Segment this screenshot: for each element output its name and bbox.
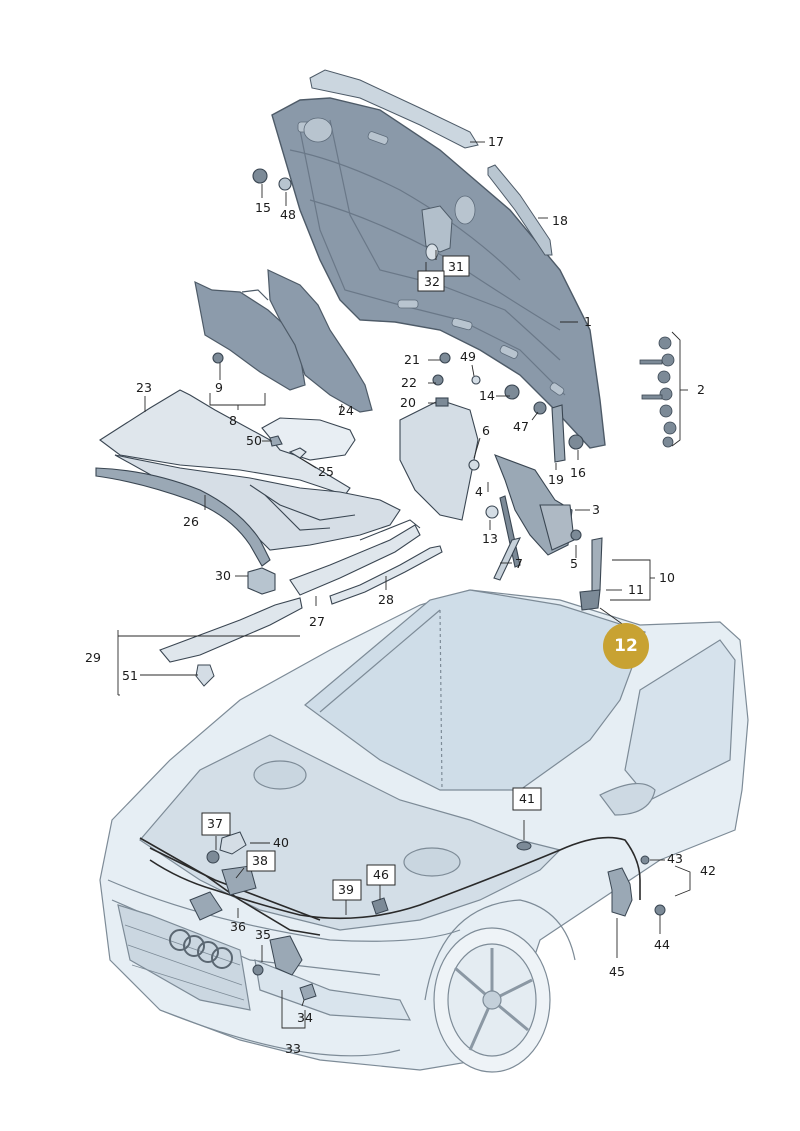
part-label: 9 [215,380,223,395]
part-label: 19 [548,472,564,487]
part-label: 38 [252,853,268,868]
part-label: 10 [659,570,675,585]
part-label: 44 [654,937,670,952]
label-boxes [201,255,542,901]
part-label: 35 [255,927,271,942]
hood-assembly [271,69,606,449]
part-label: 32 [424,274,440,289]
part-label: 34 [297,1010,313,1025]
part-label: 40 [273,835,289,850]
part-label: 46 [373,867,389,882]
part-label: 29 [85,650,101,665]
part-label: 14 [479,388,495,403]
part-label: 16 [570,465,586,480]
hinge-assembly [212,168,603,611]
part-label: 28 [378,592,394,607]
part-label: 37 [207,816,223,831]
part-label: 21 [404,352,420,367]
part-label: 23 [136,380,152,395]
part-label: 11 [628,582,644,597]
part-label: 6 [482,423,490,438]
part-label: 8 [229,413,237,428]
part-label: 15 [255,200,271,215]
part-label: 18 [552,213,568,228]
release-cable [139,836,641,936]
part-label: 2 [697,382,705,397]
part-label: 41 [519,791,535,806]
part-label: 7 [515,556,523,571]
highlighted-part-callout[interactable]: 12 [603,623,649,669]
part-label: 31 [448,259,464,274]
part-label: 39 [338,882,354,897]
part-label: 36 [230,919,246,934]
part-label: 4 [475,484,483,499]
part-label: 51 [122,668,138,683]
part-label: 27 [309,614,325,629]
part-label: 25 [318,464,334,479]
part-label: 33 [285,1041,301,1056]
part-label: 3 [592,502,600,517]
cowl-panels [95,389,443,663]
part-label: 17 [488,134,504,149]
part-label: 49 [460,349,476,364]
part-label: 26 [183,514,199,529]
part-label: 43 [667,851,683,866]
part-label: 20 [400,395,416,410]
part-label: 24 [338,403,354,418]
part-label: 5 [570,556,578,571]
insulation-panels [194,269,373,413]
part-label: 50 [246,433,262,448]
lock-parts [189,664,666,1001]
part-label: 47 [513,419,529,434]
part-label: 13 [482,531,498,546]
part-label: 45 [609,964,625,979]
part-label: 1 [584,314,592,329]
part-label: 42 [700,863,716,878]
bolt-set [639,336,677,448]
part-label: 22 [401,375,417,390]
car-front [99,589,749,1073]
part-label: 48 [280,207,296,222]
part-label: 30 [215,568,231,583]
